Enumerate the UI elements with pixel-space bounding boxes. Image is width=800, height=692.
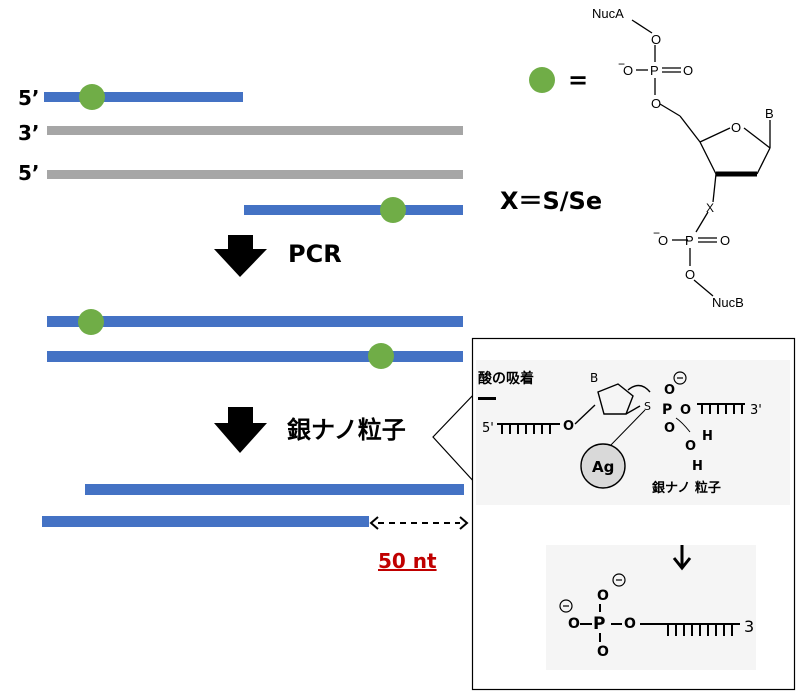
sugar-ring <box>574 383 651 425</box>
atom-h: H <box>692 459 703 474</box>
overhang-length-label: 50 nt <box>378 549 437 573</box>
atom-o-minus: O <box>658 233 668 248</box>
x-definition: X＝S/Se <box>500 187 602 215</box>
three-prime-label: 3' <box>750 403 762 418</box>
ring-oxygen: O <box>731 120 741 135</box>
product-image-panel <box>546 545 756 670</box>
base-label: B <box>765 106 774 121</box>
pcr-product-strand <box>47 351 463 362</box>
atom-p: P <box>593 614 605 634</box>
negative-charge-icon <box>559 599 573 613</box>
down-arrow-icon <box>672 557 692 571</box>
silver-nanoparticle-icon <box>580 443 626 489</box>
atom-p: P <box>685 233 694 248</box>
atom-h: H <box>702 429 713 444</box>
atom-o: O <box>664 421 675 436</box>
atom-o: O <box>685 439 696 454</box>
base-label: B <box>590 371 598 385</box>
atom-o: O <box>651 32 661 47</box>
cleavage-mechanism: 酸の吸着 5' O B S P O O O 3' <box>478 370 762 660</box>
small-arrow-icon <box>478 397 496 400</box>
forward-primer-strand <box>44 92 243 102</box>
atom-p: P <box>650 63 659 78</box>
atom-o: O <box>597 644 609 660</box>
atom-o: O <box>597 588 609 604</box>
atom-o: O <box>651 96 661 111</box>
down-arrow-icon <box>214 407 267 453</box>
atom-o: O <box>664 383 675 398</box>
callout-pointer <box>432 391 477 485</box>
atom-o: O <box>568 616 580 632</box>
phosphorothioate-structure <box>631 19 771 297</box>
label-3prime-template: 3’ <box>18 121 40 145</box>
electron-arrow <box>675 417 691 433</box>
strand-comb-right <box>697 403 745 414</box>
atom-o: O <box>680 403 691 418</box>
atom-o: O <box>683 63 693 78</box>
strand-comb-left <box>497 423 560 434</box>
legend-equals: = <box>568 66 588 94</box>
atom-o: O <box>720 233 730 248</box>
modification-dot <box>380 197 406 223</box>
arrowhead-right-icon <box>459 516 469 530</box>
mechanism-image-panel <box>476 360 790 505</box>
modification-dot <box>78 309 104 335</box>
label-5prime-top: 5’ <box>18 86 40 110</box>
arrowhead-left-icon <box>369 516 379 530</box>
cleaved-strand-short <box>42 516 369 527</box>
atom-o: O <box>685 267 695 282</box>
atom-o: O <box>624 616 636 632</box>
minus-sign: − <box>618 57 625 71</box>
five-prime-label: 5' <box>482 421 494 436</box>
down-arrow-icon <box>214 235 267 277</box>
pcr-product-strand <box>47 316 463 327</box>
minus-sign: − <box>653 226 660 240</box>
pcr-step-label: PCR <box>288 240 342 268</box>
template-strand-bottom <box>47 170 463 179</box>
label-5prime-template: 5’ <box>18 161 40 185</box>
atom-o-minus: O <box>623 63 633 78</box>
three-prime-label: 3 <box>744 617 754 636</box>
modification-dot <box>79 84 105 110</box>
negative-charge-icon <box>612 573 626 587</box>
modification-dot <box>368 343 394 369</box>
ag-label: Ag <box>592 458 614 476</box>
atom-s: S <box>644 400 651 413</box>
reverse-primer-strand <box>244 205 463 215</box>
silver-np-label: 銀ナノ 粒子 <box>652 480 721 496</box>
nuc-a-label: NucA <box>592 6 624 21</box>
structure-labels: NucA O P O − O O O B X P O − O O NucB <box>592 6 774 310</box>
negative-charge-icon <box>673 371 687 385</box>
strand-comb-product <box>580 604 740 642</box>
nuc-b-label: NucB <box>712 295 744 310</box>
cleaved-strand-long <box>85 484 464 495</box>
silver-nanoparticle-step-label: 銀ナノ粒子 <box>287 416 406 444</box>
template-strand-top <box>47 126 463 135</box>
acid-adsorption-label: 酸の吸着 <box>478 370 534 387</box>
atom-o: O <box>563 419 574 434</box>
atom-p: P <box>662 402 672 418</box>
legend-modification-dot <box>529 67 555 93</box>
atom-x: X <box>706 201 714 215</box>
ag-coordination-line <box>607 409 646 449</box>
